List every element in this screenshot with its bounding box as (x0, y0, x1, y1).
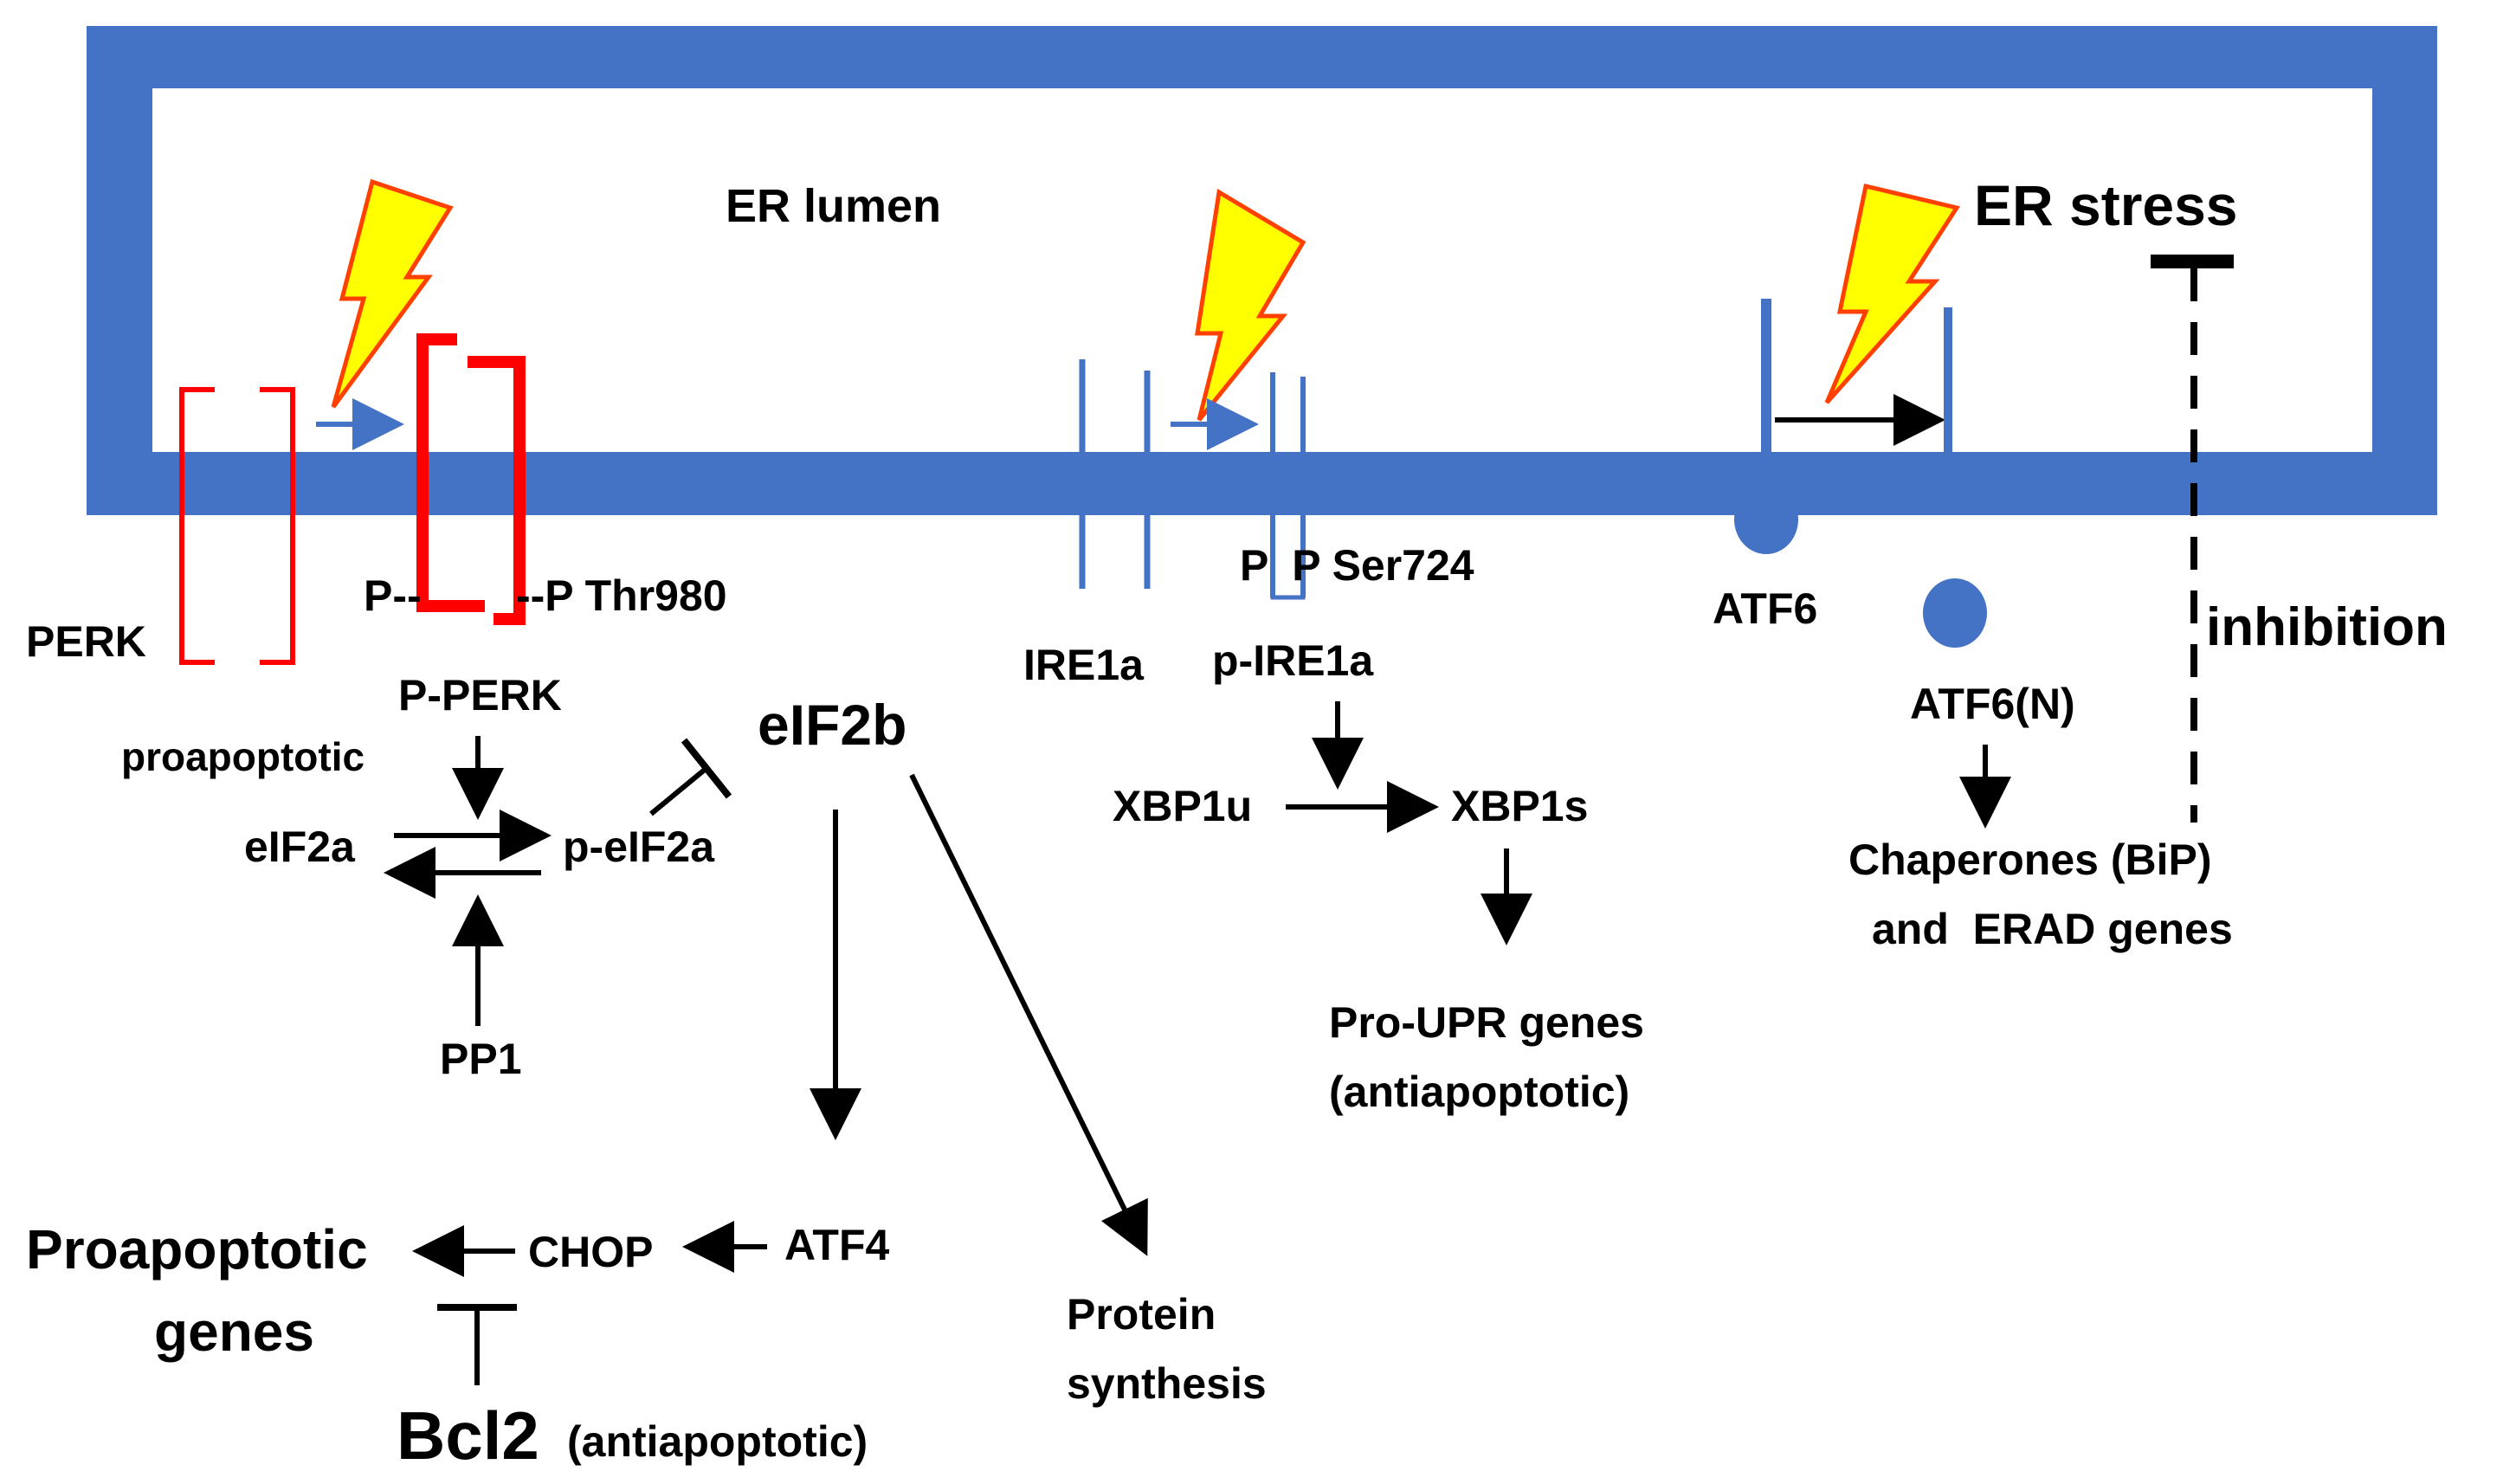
chop-label: CHOP (528, 1228, 653, 1276)
p-eif2a-label: p-eIF2a (563, 823, 715, 871)
atf4-label: ATF4 (784, 1221, 889, 1269)
chaperones-label-2: and ERAD genes (1872, 905, 2233, 953)
pp1-label: PP1 (440, 1035, 522, 1083)
pro-upr-genes-label-2: (antiapoptotic) (1329, 1068, 1629, 1116)
p-perk-dimer (416, 333, 485, 612)
p-p-ser724-label: P P Ser724 (1240, 541, 1474, 590)
chaperones-label-1: Chaperones (BiP) (1848, 836, 2212, 884)
atf6-domain (1734, 485, 1798, 554)
proapoptotic-genes-label-2: genes (154, 1300, 314, 1363)
lightning-icon-perk (331, 178, 454, 409)
p-ire1a-base (1270, 537, 1306, 600)
xbp1s-label: XBP1s (1451, 782, 1588, 830)
protein-synthesis-label-1: Protein (1067, 1290, 1216, 1339)
p-perk-dimer-right (468, 356, 526, 625)
p-eif2a-inhibit-bar (681, 738, 732, 799)
atf6-label: ATF6 (1713, 584, 1817, 633)
atf6n-label: ATF6(N) (1910, 680, 2075, 728)
pro-upr-genes-label-1: Pro-UPR genes (1329, 998, 1644, 1047)
lightning-icon-ire1a (1195, 188, 1306, 422)
atf6n-domain (1923, 578, 1987, 648)
perk-monomer-right (260, 387, 295, 665)
lightning-icon-atf6 (1824, 183, 1961, 404)
eif2a-label: eIF2a (244, 823, 356, 871)
perk-label: PERK (26, 617, 146, 666)
bcl2-label: Bcl2 (397, 1397, 539, 1474)
proapoptotic-genes-label-1: Proapoptotic (26, 1218, 368, 1281)
p-perk-label: P-PERK (398, 671, 562, 719)
ire1a-label: IRE1a (1023, 641, 1145, 689)
er-lumen-label: ER lumen (726, 180, 941, 232)
protein-synthesis-label-2: synthesis (1067, 1359, 1267, 1408)
p-left-label: P-- (364, 571, 422, 620)
p-eif2a-inhibit-line (649, 766, 707, 816)
p-thr980-label: --P Thr980 (516, 571, 727, 620)
eif2b-protein-synthesis-arrow (909, 773, 1148, 1256)
er-membrane (87, 26, 2437, 515)
eif2b-label: eIF2b (758, 693, 906, 757)
xbp1u-label: XBP1u (1113, 782, 1252, 830)
er-stress-label: ER stress (1974, 173, 2238, 237)
p-ire1a-label: p-IRE1a (1212, 636, 1374, 685)
antiapoptotic-label: (antiapoptotic) (567, 1417, 868, 1466)
inhibition-label: inhibition (2206, 597, 2448, 657)
proapoptotic-small-label: proapoptotic (121, 734, 364, 779)
perk-monomer (179, 387, 215, 665)
